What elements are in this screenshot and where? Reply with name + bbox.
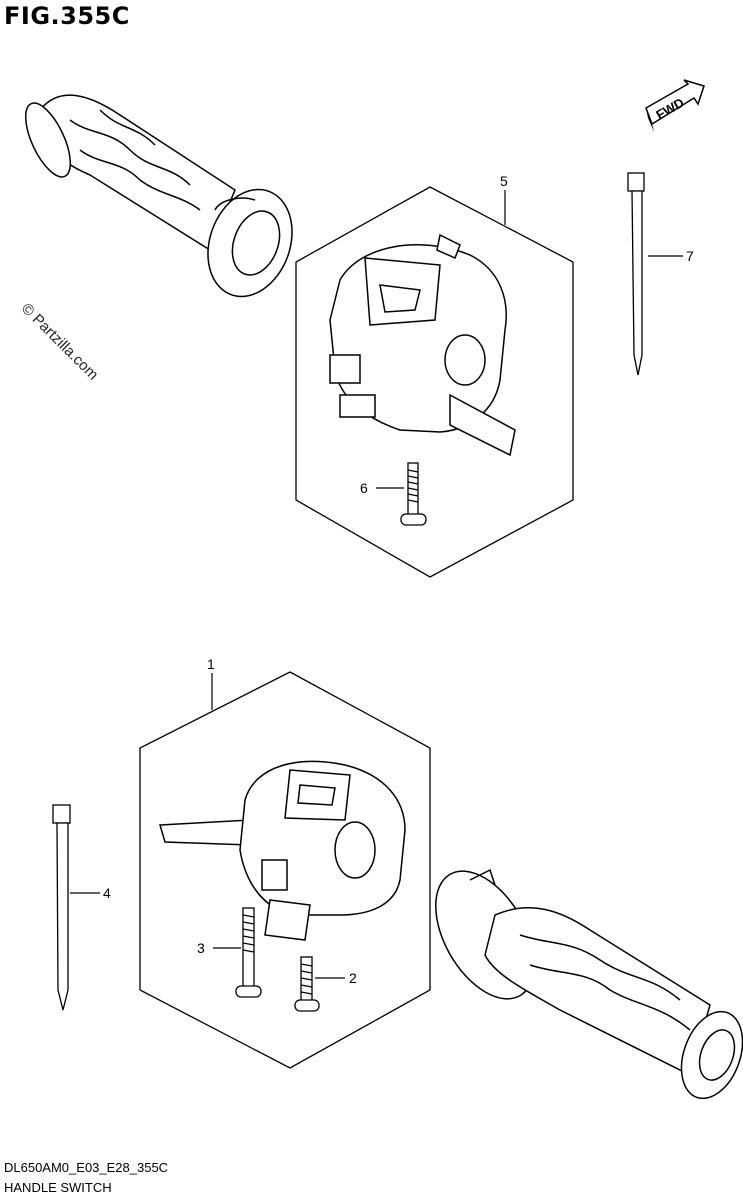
left-grip-upper-illustration (24, 94, 293, 298)
cable-tie-4-illustration (52, 804, 71, 1011)
figure-title: FIG.355C (4, 2, 130, 30)
callout-label-1: 1 (207, 656, 215, 672)
leader-lines (70, 190, 683, 979)
right-switch-housing-illustration (329, 233, 516, 457)
right-grip-lower-illustration (435, 868, 743, 1100)
left-switch-housing-illustration (159, 760, 406, 941)
figure-code: DL650AM0_E03_E28_355C (4, 1160, 169, 1175)
callout-label-7: 7 (686, 248, 694, 264)
fwd-arrow-icon: FWD (645, 79, 705, 132)
screw-2-illustration (294, 956, 320, 1012)
assembly-outline-5 (295, 186, 574, 578)
callout-label-3: 3 (197, 940, 205, 956)
callout-label-4: 4 (103, 885, 111, 901)
callout-label-2: 2 (349, 970, 357, 986)
assembly-outline-1 (139, 671, 431, 1069)
cable-tie-7-illustration (627, 172, 645, 376)
screw-6-illustration (400, 462, 427, 526)
screw-3-illustration (235, 907, 262, 998)
callout-label-5: 5 (500, 173, 508, 189)
callout-label-6: 6 (360, 480, 368, 496)
figure-name: HANDLE SWITCH (4, 1180, 112, 1195)
